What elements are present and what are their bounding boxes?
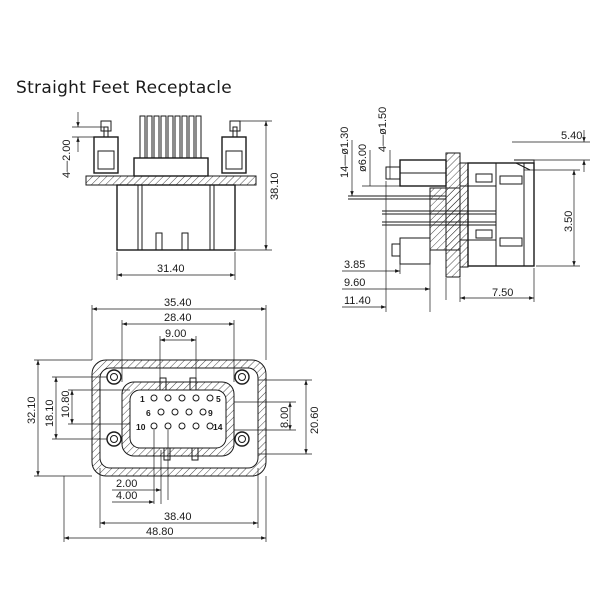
dim-hole-dia: 4—ø1.50 [377,107,389,152]
side-view: 14—ø1.30 ø6.00 4—ø1.50 5.40 3.50 3.85 9.… [339,107,590,312]
dim-9-00: 9.00 [165,328,186,340]
dim-width: 31.40 [157,263,185,275]
pin-label-6: 6 [146,408,151,418]
front-view: 4—2.00 38.10 31.40 [61,112,281,280]
dim-28-40: 28.40 [164,312,192,324]
dim-8-00: 8.00 [279,407,291,428]
dim-height: 38.10 [269,172,281,200]
mount-hole-br [234,431,250,447]
dim-48-80: 48.80 [146,526,174,538]
front-flange [85,175,257,186]
pin-label-14: 14 [213,422,223,432]
front-top-pins [139,115,202,159]
dim-4-00: 4.00 [116,490,137,502]
dim-9-60: 9.60 [344,277,365,289]
front-body [116,184,236,251]
dim-3-85: 3.85 [344,259,365,271]
top-view: 1 5 6 9 10 14 35.40 28.40 9.00 32.10 18.… [26,297,321,542]
pin-label-5: 5 [216,394,221,404]
dim-10-80: 10.80 [60,390,72,418]
front-center-block [133,157,209,177]
dim-2-00: 2.00 [116,478,137,490]
mount-hole-tr [234,369,250,385]
dim-32-10: 32.10 [26,396,38,424]
pin-label-9: 9 [208,408,213,418]
dim-pin-dia: 14—ø1.30 [339,127,351,178]
pin-label-1: 1 [140,394,145,404]
dim-35-40: 35.40 [164,297,192,309]
dim-11-40: 11.40 [344,295,371,307]
dim-38-40: 38.40 [164,511,192,523]
dim-pin-pitch: 4—2.00 [61,139,73,178]
dim-5-40: 5.40 [561,130,582,142]
pin-grid [150,394,214,430]
front-right-post [221,120,247,174]
dim-7-50: 7.50 [492,287,513,299]
dim-boss-dia: ø6.00 [357,144,369,172]
front-left-post [93,120,119,174]
dim-18-10: 18.10 [44,399,56,427]
drawing-title: Straight Feet Receptacle [16,78,232,98]
pin-label-10: 10 [136,422,146,432]
dim-20-60: 20.60 [309,406,321,434]
dim-3-50: 3.50 [563,211,575,232]
